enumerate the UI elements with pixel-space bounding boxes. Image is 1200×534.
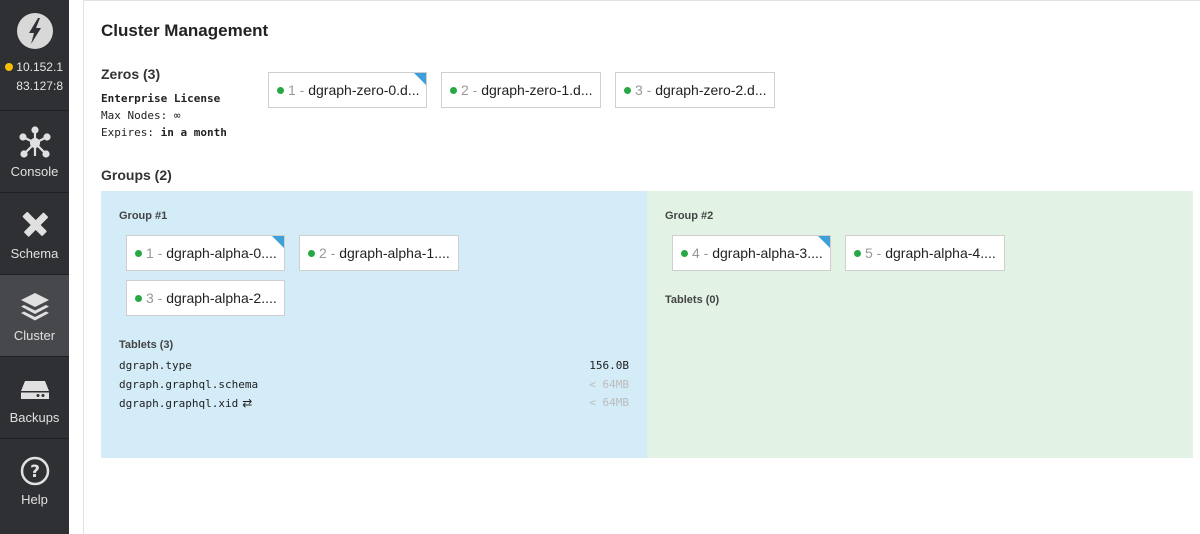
alpha-node-4[interactable]: 4 - dgraph-alpha-3....: [672, 235, 831, 271]
node-id: 5 -: [865, 245, 882, 261]
sidebar-item-label: Help: [21, 492, 48, 507]
node-name: dgraph-alpha-1....: [339, 245, 450, 261]
leader-marker-icon: [818, 236, 830, 248]
node-id: 4 -: [692, 245, 709, 261]
expires-value: in a month: [160, 126, 227, 139]
max-nodes-value: ∞: [173, 109, 181, 122]
node-id: 3 -: [146, 290, 163, 306]
drive-icon: [17, 371, 53, 407]
tablet-name: dgraph.type: [119, 359, 192, 372]
tablet-size: < 64MB: [589, 396, 629, 409]
node-name: dgraph-alpha-3....: [712, 245, 823, 261]
healthy-status-dot: [135, 295, 142, 302]
zeros-title: Zeros (3): [101, 66, 161, 82]
node-name: dgraph-alpha-0....: [166, 245, 277, 261]
node-name: dgraph-alpha-2....: [166, 290, 277, 306]
tablets-title: Tablets (0): [665, 294, 720, 306]
alpha-node-2[interactable]: 2 - dgraph-alpha-1....: [299, 235, 459, 271]
node-id: 2 -: [319, 245, 336, 261]
move-tablet-icon[interactable]: ⇄: [242, 396, 253, 410]
healthy-status-dot: [854, 250, 861, 257]
alpha-node-3[interactable]: 3 - dgraph-alpha-2....: [126, 280, 285, 316]
tablet-name: dgraph.graphql.xid: [119, 397, 239, 410]
svg-text:?: ?: [30, 462, 40, 482]
license-info: Enterprise License Max Nodes: ∞ Expires:…: [101, 90, 227, 141]
sidebar-item-label: Backups: [9, 410, 60, 425]
tablet-row[interactable]: dgraph.type 156.0B: [119, 357, 629, 375]
help-icon: ?: [17, 453, 53, 489]
healthy-status-dot: [681, 250, 688, 257]
tablet-name: dgraph.graphql.schema: [119, 378, 259, 391]
leader-marker-icon: [272, 236, 284, 248]
sidebar-item-cluster[interactable]: Cluster: [0, 274, 69, 356]
healthy-status-dot: [624, 87, 631, 94]
dgraph-logo-icon[interactable]: [17, 13, 53, 49]
group-title: Group #2: [665, 210, 714, 222]
zero-node-1[interactable]: 1 - dgraph-zero-0.d...: [268, 72, 427, 108]
tablet-size: 156.0B: [589, 359, 629, 372]
tablet-row[interactable]: dgraph.graphql.xid⇄ < 64MB: [119, 394, 629, 412]
leader-marker-icon: [414, 73, 426, 85]
sidebar-item-label: Schema: [10, 246, 59, 261]
node-id: 1 -: [146, 245, 163, 261]
healthy-status-dot: [450, 87, 457, 94]
connection-status-dot: [5, 63, 14, 71]
expires-row: Expires: in a month: [101, 124, 227, 141]
server-address-line1: 10.152.1: [16, 60, 63, 74]
healthy-status-dot: [277, 87, 284, 94]
main-content: Cluster Management Zeros (3) Enterprise …: [83, 0, 1200, 534]
healthy-status-dot: [135, 250, 142, 257]
node-name: dgraph-alpha-4....: [885, 245, 996, 261]
tablet-size: < 64MB: [589, 378, 629, 391]
node-id: 3 -: [635, 82, 652, 98]
expires-label: Expires:: [101, 126, 154, 139]
sidebar-item-label: Cluster: [13, 328, 56, 343]
tablets-title: Tablets (3): [119, 339, 174, 351]
sidebar-item-label: Console: [10, 164, 59, 179]
server-address-line2: 83.127:8: [16, 79, 63, 93]
group-1-panel: Group #1 1 - dgraph-alpha-0.... 2 - dgra…: [101, 191, 647, 458]
alpha-node-5[interactable]: 5 - dgraph-alpha-4....: [845, 235, 1005, 271]
node-name: dgraph-zero-0.d...: [308, 82, 420, 98]
sidebar-item-console[interactable]: Console: [0, 110, 69, 192]
sidebar: 10.152.1 83.127:8 Console Schema: [0, 0, 69, 534]
max-nodes-label: Max Nodes:: [101, 109, 168, 122]
sidebar-item-help[interactable]: ? Help: [0, 438, 69, 520]
node-name: dgraph-zero-2.d...: [655, 82, 767, 98]
zero-node-3[interactable]: 3 - dgraph-zero-2.d...: [615, 72, 775, 108]
group-2-panel: Group #2 4 - dgraph-alpha-3.... 5 - dgra…: [647, 191, 1193, 458]
tablet-row[interactable]: dgraph.graphql.schema < 64MB: [119, 376, 629, 394]
sidebar-item-schema[interactable]: Schema: [0, 192, 69, 274]
page-title: Cluster Management: [101, 21, 269, 40]
node-id: 2 -: [461, 82, 478, 98]
max-nodes-row: Max Nodes: ∞: [101, 107, 227, 124]
node-name: dgraph-zero-1.d...: [481, 82, 593, 98]
group-title: Group #1: [119, 210, 168, 222]
pencil-ruler-icon: [17, 207, 53, 243]
zero-node-2[interactable]: 2 - dgraph-zero-1.d...: [441, 72, 601, 108]
node-id: 1 -: [288, 82, 305, 98]
groups-title: Groups (2): [101, 167, 172, 183]
server-address[interactable]: 10.152.1 83.127:8: [0, 58, 69, 96]
license-title: Enterprise License: [101, 92, 221, 105]
sidebar-item-backups[interactable]: Backups: [0, 356, 69, 438]
healthy-status-dot: [308, 250, 315, 257]
layers-icon: [17, 289, 53, 325]
network-icon: [17, 125, 53, 161]
alpha-node-1[interactable]: 1 - dgraph-alpha-0....: [126, 235, 285, 271]
